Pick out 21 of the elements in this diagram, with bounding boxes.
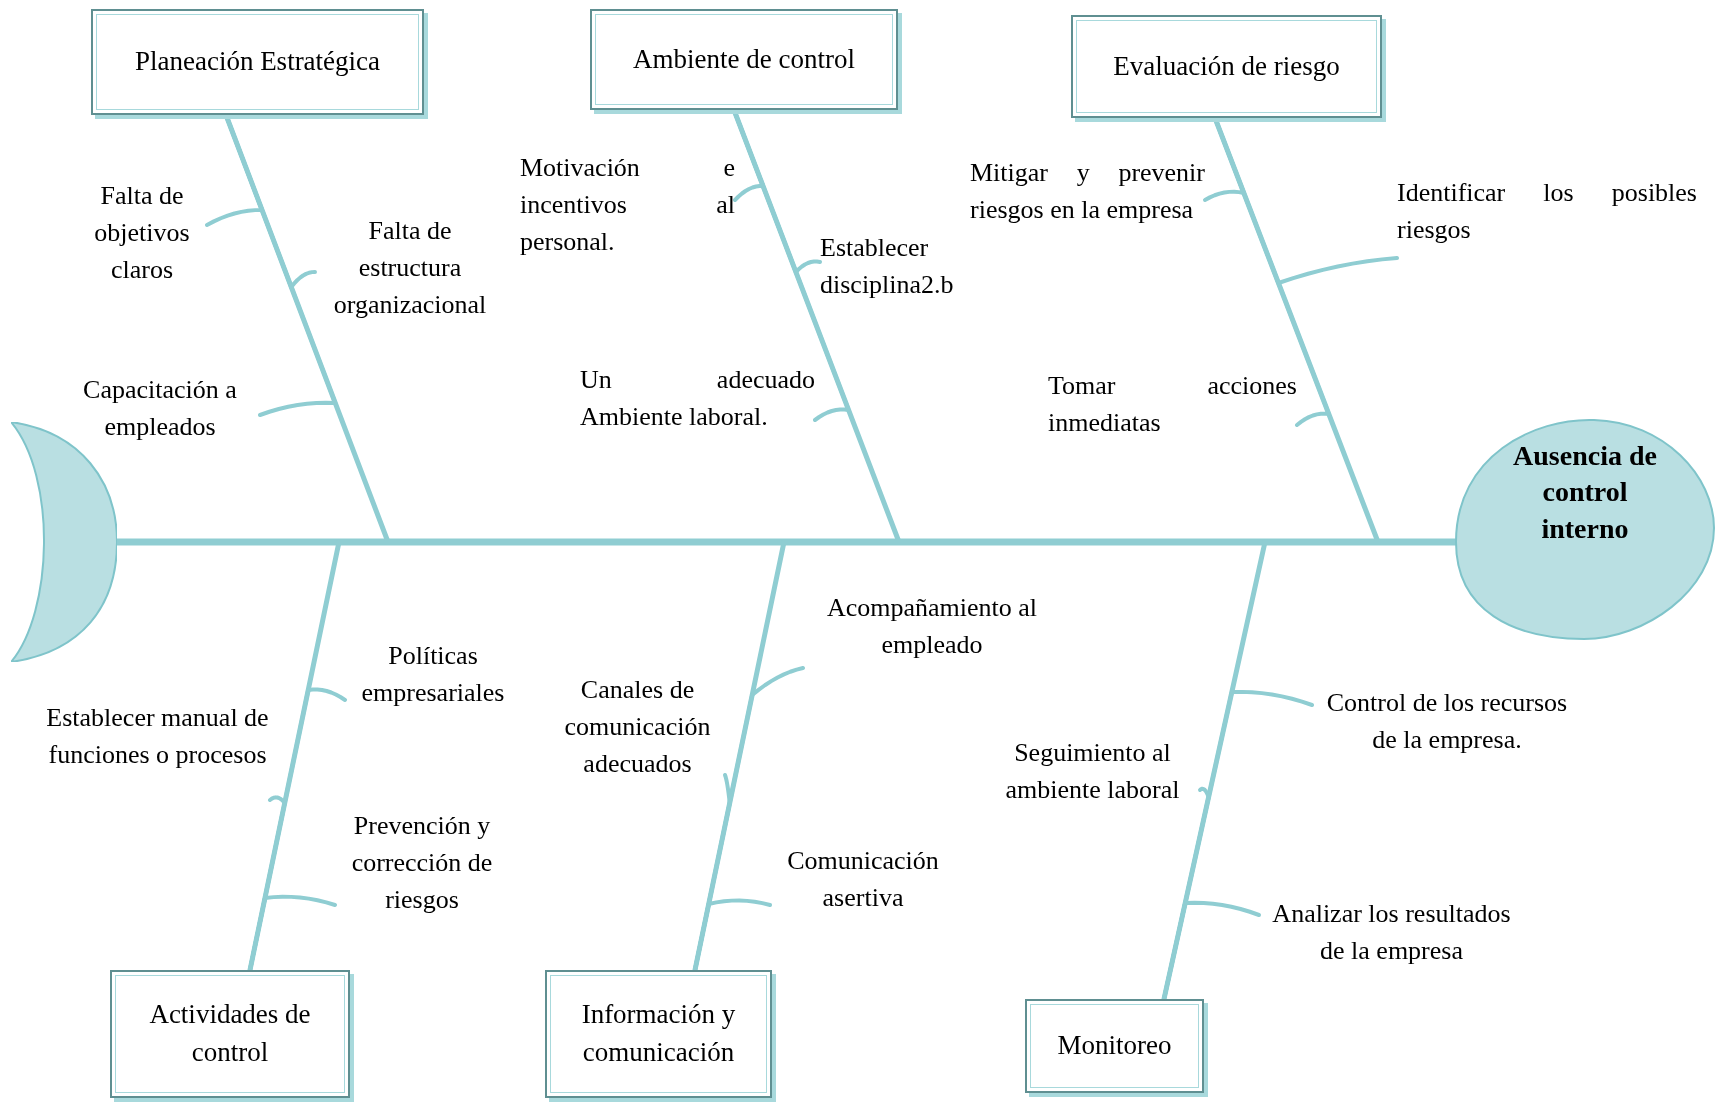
cause-text: Analizar los resultados de la empresa: [1259, 896, 1524, 976]
cause-text: Falta de estructura organizacional: [315, 213, 505, 333]
rib-line: [1162, 900, 1261, 1001]
cause-text: Tomar acciones inmediatas: [1048, 368, 1297, 448]
cause-text: Capacitación a empleados: [60, 372, 260, 452]
rib-line: [693, 898, 772, 972]
cause-text: Un adecuado Ambiente laboral.: [580, 362, 815, 442]
cause-text: Comunicación asertiva: [770, 843, 956, 923]
cause-text: Políticas empresariales: [345, 638, 521, 718]
cause-text: Falta de objetivos claros: [77, 178, 207, 288]
effect-text: Ausencia de control interno: [1512, 439, 1658, 546]
cause-text: Acompañamiento al empleado: [803, 590, 1061, 670]
cause-text: Canales de comunicación adecuados: [550, 672, 725, 792]
cause-text: Seguimiento al ambiente laboral: [985, 735, 1200, 815]
cause-text: Identificar los posibles riesgos: [1397, 175, 1697, 265]
rib-line: [248, 894, 337, 972]
cause-text: Motivación e incentivos al personal.: [520, 150, 735, 265]
cause-text: Establecer manual de funciones o procesos: [45, 700, 270, 820]
fish-head: [1454, 416, 1716, 641]
cause-text: Prevención y corrección de riesgos: [335, 808, 509, 928]
cause-text: Control de los recursos de la empresa.: [1312, 685, 1582, 765]
